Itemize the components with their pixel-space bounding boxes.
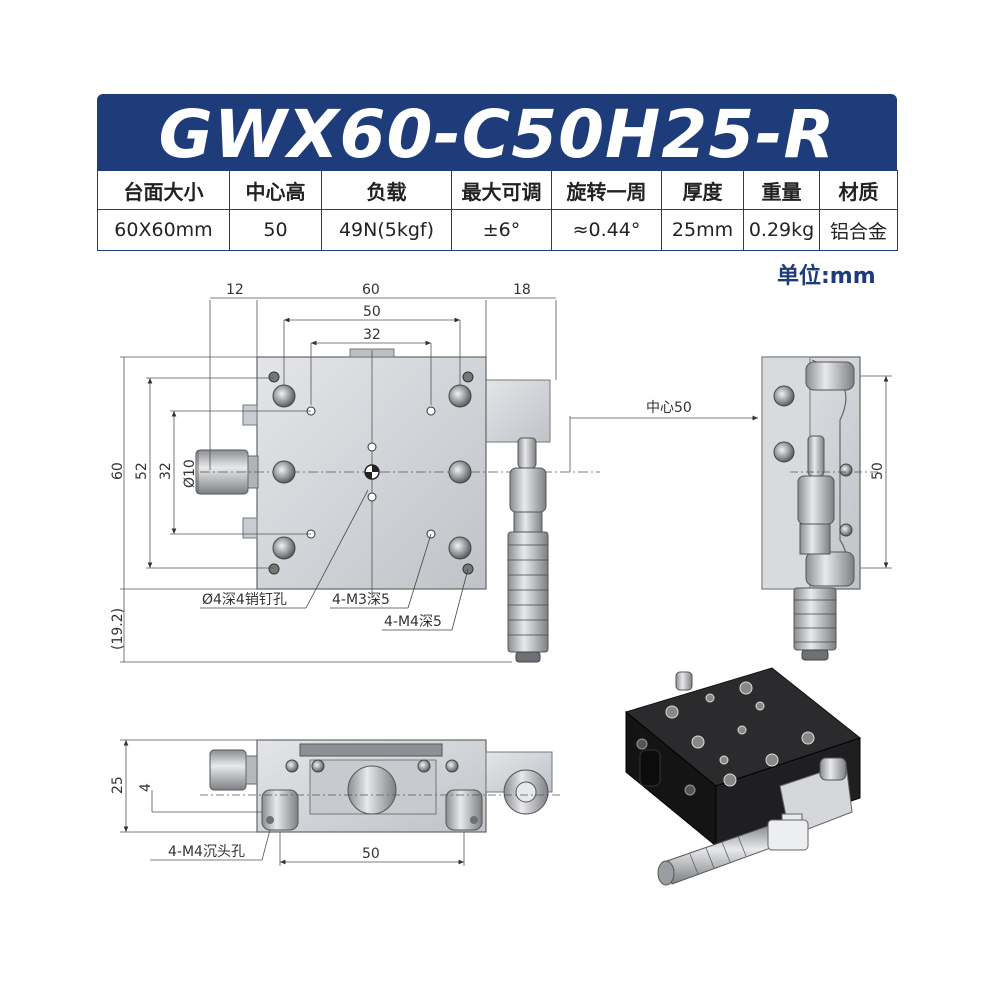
spec-header: 旋转一周 [551,170,662,210]
spec-header: 厚度 [661,170,744,210]
spec-value: 49N(5kgf) [321,209,452,251]
product-title: GWX60-C50H25-R [158,96,836,173]
front-view: 25 4 50 4-M4沉头孔 [110,739,560,866]
dim-knob-dia: Ø10 [182,459,198,488]
callout-m4-counterbore: 4-M4沉头孔 [168,844,245,860]
dim-12: 12 [226,282,244,298]
dim-side-50: 50 [870,462,886,480]
dim-60: 60 [362,282,380,298]
dim-left-60: 60 [110,462,126,480]
dim-front-4: 4 [138,783,154,792]
top-view: 12 60 50 32 18 60 52 32 Ø10 (19.2) [110,282,600,663]
spec-header: 负载 [321,170,452,210]
dim-50: 50 [363,304,381,320]
spec-table: 台面大小 中心高 负载 最大可调 旋转一周 厚度 重量 材质 60X60mm 5… [97,170,898,251]
micrometer-head [507,531,549,653]
callout-pin-hole: Ø4深4销钉孔 [202,592,287,608]
screw-icon [268,371,474,575]
spec-value: ±6° [451,209,552,251]
spec-value: 60X60mm [97,209,230,251]
product-photo [624,667,862,886]
dim-left-32: 32 [158,462,174,480]
spec-header: 材质 [819,170,898,210]
dim-32: 32 [363,327,381,343]
spec-header-row: 台面大小 中心高 负载 最大可调 旋转一周 厚度 重量 材质 [97,170,898,210]
side-view: 中心50 50 [569,356,892,661]
spec-value: 0.29kg [743,209,820,251]
spec-value: 25mm [661,209,744,251]
callout-m3: 4-M3深5 [332,592,390,608]
unit-label: 单位:mm [777,264,876,289]
dim-front-25: 25 [110,776,126,794]
spec-value: 铝合金 [819,209,898,251]
dim-19-2: (19.2) [110,608,126,650]
spec-value: 50 [229,209,322,251]
dim-18: 18 [513,282,531,298]
spec-header: 台面大小 [97,170,230,210]
dim-center-height: 中心50 [646,400,692,416]
callout-m4: 4-M4深5 [384,614,442,630]
spec-value: ≈0.44° [551,209,662,251]
dim-left-52: 52 [134,462,150,480]
title-banner: GWX60-C50H25-R [97,94,897,173]
spec-value-row: 60X60mm 50 49N(5kgf) ±6° ≈0.44° 25mm 0.2… [97,209,898,251]
dim-front-50: 50 [362,846,380,862]
